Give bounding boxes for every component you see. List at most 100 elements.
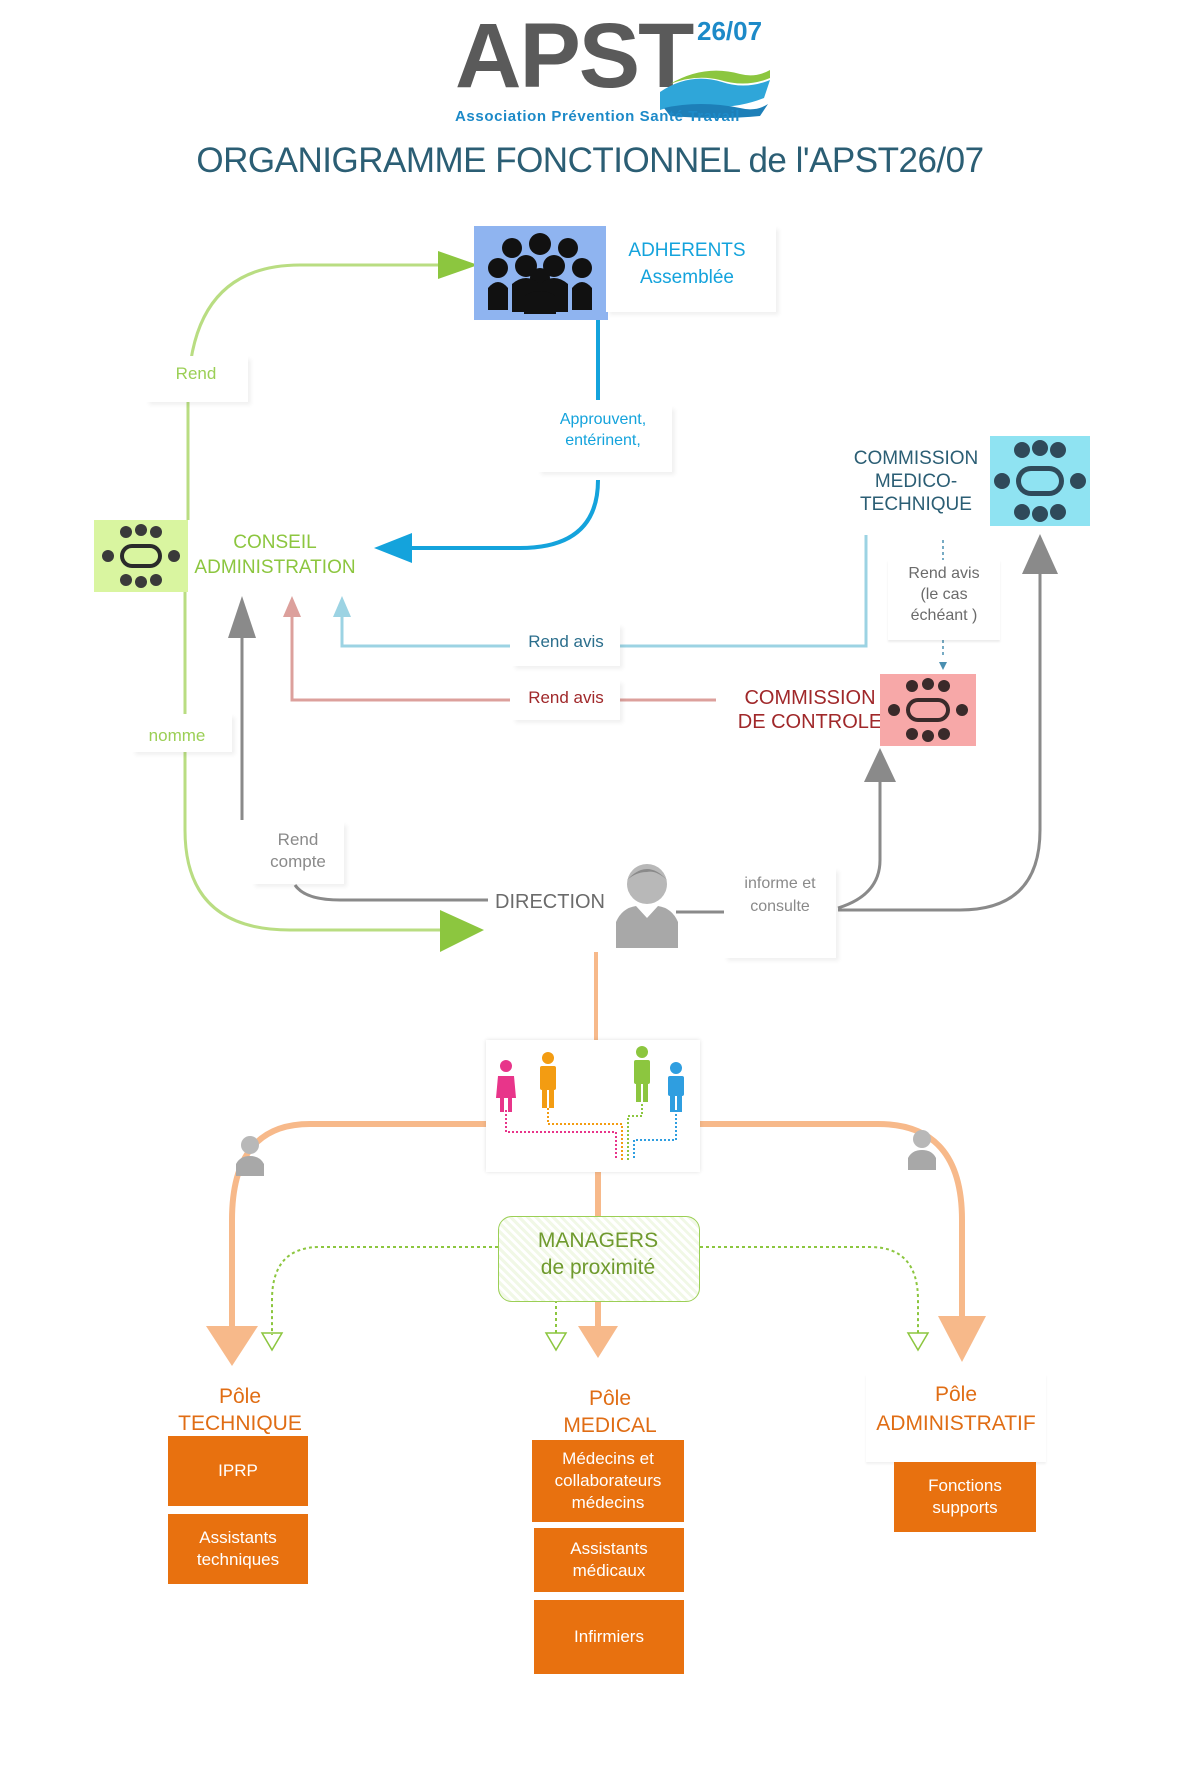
managers-line1: MANAGERS xyxy=(537,1229,659,1252)
rend-avis-controle-label-box xyxy=(512,680,620,720)
team-node xyxy=(486,1040,700,1172)
edge-label-informe: informe et consulte xyxy=(724,874,836,916)
pole-medical-box-1: Médecins et collaborateurs médecins xyxy=(532,1440,684,1522)
page-title: ORGANIGRAMME FONCTIONNEL de l'APST26/07 xyxy=(196,141,984,180)
commission-controle-node xyxy=(880,674,976,746)
edge-team-technique-arrowhead xyxy=(206,1326,258,1366)
edge-nomme-arrowhead xyxy=(440,910,484,952)
rend-compte-label-box xyxy=(252,822,344,884)
pole-medical-label: Pôle MEDICAL xyxy=(530,1386,690,1438)
team-people-icon xyxy=(496,1046,684,1160)
approuvent-line1: Approuvent, xyxy=(559,411,647,428)
edge-label-approuvent: Approuvent, entérinent, xyxy=(538,410,668,450)
edge-approuvent xyxy=(410,320,600,550)
pole-technique-box-1: IPRP xyxy=(168,1436,308,1506)
edge-rend-avis-controle-arrowhead xyxy=(283,596,301,617)
edge-approuvent-arrowhead xyxy=(374,533,412,563)
managers-label: MANAGERS de proximité xyxy=(498,1228,698,1280)
commission-medico-line3: TECHNIQUE xyxy=(860,493,972,515)
pole-administratif-line2: ADMINISTRATIF xyxy=(876,1412,1036,1436)
conseil-line2: ADMINISTRATION xyxy=(194,556,356,578)
direction-node xyxy=(616,860,678,948)
rend-avis-cas-line1: Rend avis xyxy=(908,565,980,582)
rend-avis-cas-label-box xyxy=(888,560,1000,640)
edge-informe-controle xyxy=(837,780,882,910)
pole-technique-line2: TECHNIQUE xyxy=(178,1412,302,1436)
informe-label-box xyxy=(724,868,836,958)
nomme-label-box xyxy=(132,714,232,752)
person-icon xyxy=(616,864,678,948)
adherents-node xyxy=(474,226,608,320)
edge-rend-compte-arrowhead xyxy=(228,596,256,638)
edge-managers-medical-arrowhead xyxy=(544,1332,568,1352)
edge-rend-arrowhead xyxy=(438,251,478,279)
edge-label-rend: Rend xyxy=(175,364,217,383)
meeting-table-icon xyxy=(888,678,968,742)
pole-medical-box-3: Infirmiers xyxy=(534,1600,684,1674)
edge-nomme xyxy=(183,580,445,932)
direction-label: DIRECTION xyxy=(495,891,605,913)
meeting-table-icon xyxy=(102,524,180,588)
conseil-node xyxy=(94,520,188,592)
crowd-icon xyxy=(488,233,592,314)
commission-controle-label: COMMISSION DE CONTROLE xyxy=(730,686,890,734)
conseil-line1: CONSEIL xyxy=(233,532,317,553)
rend-avis-cas-line2: (le cas xyxy=(920,586,968,604)
rend-label-box xyxy=(146,356,248,402)
edge-rend-compte xyxy=(240,636,488,902)
logo-name: APST xyxy=(455,5,694,107)
pole-administratif-label: Pôle ADMINISTRATIF xyxy=(866,1382,1046,1436)
edge-team-medical-arrowhead xyxy=(578,1326,618,1358)
commission-medico-label: COMMISSION MEDICO- TECHNIQUE xyxy=(838,448,994,516)
edge-rend-avis-medico xyxy=(340,535,868,648)
approuvent-line2: entérinent, xyxy=(565,432,641,450)
edge-team-technique xyxy=(229,1121,486,1330)
pole-administratif-box-1: Fonctions supports xyxy=(894,1462,1036,1532)
edge-informe-medico xyxy=(838,572,1042,912)
informe-line1: informe et xyxy=(744,875,816,892)
commission-medico-line1: COMMISSION xyxy=(853,448,979,469)
edge-label-rend-compte: Rend compte xyxy=(252,830,344,873)
managers-node xyxy=(498,1216,700,1302)
pole-medical-line1: Pôle xyxy=(588,1387,632,1410)
edge-label-rend-avis-medico: Rend avis xyxy=(528,632,604,651)
edge-team-administratif xyxy=(698,1121,965,1320)
logo: APST 26/07 Association Prévention Santé … xyxy=(455,10,775,130)
person-icon-right xyxy=(908,1128,936,1170)
meeting-table-icon xyxy=(994,440,1086,522)
edge-label-rend-avis-controle: Rend avis xyxy=(528,688,604,707)
commission-controle-line2: DE CONTROLE xyxy=(737,711,883,733)
commission-medico-node xyxy=(990,436,1090,526)
edge-team-administratif-arrowhead xyxy=(938,1316,986,1362)
adherents-line2: Assemblée xyxy=(640,266,734,288)
rend-avis-cas-line3: échéant ) xyxy=(910,607,978,625)
edge-managers-technique xyxy=(271,1246,498,1335)
edge-informe-medico-arrowhead xyxy=(1022,534,1058,574)
edge-rend-avis-cas-arrowhead xyxy=(939,662,947,670)
edge-managers-administratif-arrowhead xyxy=(906,1332,930,1352)
logo-number: 26/07 xyxy=(697,16,763,46)
pole-administratif-label-box xyxy=(866,1374,1046,1462)
logo-wave-icon xyxy=(660,70,770,118)
pole-medical-line2: MEDICAL xyxy=(563,1414,657,1438)
commission-medico-line2: MEDICO- xyxy=(874,470,958,492)
adherents-label: ADHERENTS Assemblée xyxy=(612,240,762,290)
commission-controle-line1: COMMISSION xyxy=(744,687,876,709)
pole-technique-line1: Pôle xyxy=(218,1385,262,1408)
edge-managers-technique-arrowhead xyxy=(260,1332,284,1352)
adherents-label-box xyxy=(606,226,776,312)
person-icon-left xyxy=(236,1134,264,1176)
edge-rend-avis-controle xyxy=(290,615,716,702)
adherents-line1: ADHERENTS xyxy=(628,240,746,261)
rend-compte-line1: Rend xyxy=(277,830,319,849)
edge-label-nomme: nomme xyxy=(148,726,206,745)
approuvent-label-box xyxy=(538,406,672,472)
conseil-label: CONSEIL ADMINISTRATION xyxy=(190,532,360,580)
edge-informe-controle-arrowhead xyxy=(864,748,896,782)
edge-managers-administratif xyxy=(700,1246,919,1335)
informe-line2: consulte xyxy=(750,898,810,916)
edge-rend-avis-medico-arrowhead xyxy=(333,596,351,617)
managers-line2: de proximité xyxy=(540,1256,656,1280)
